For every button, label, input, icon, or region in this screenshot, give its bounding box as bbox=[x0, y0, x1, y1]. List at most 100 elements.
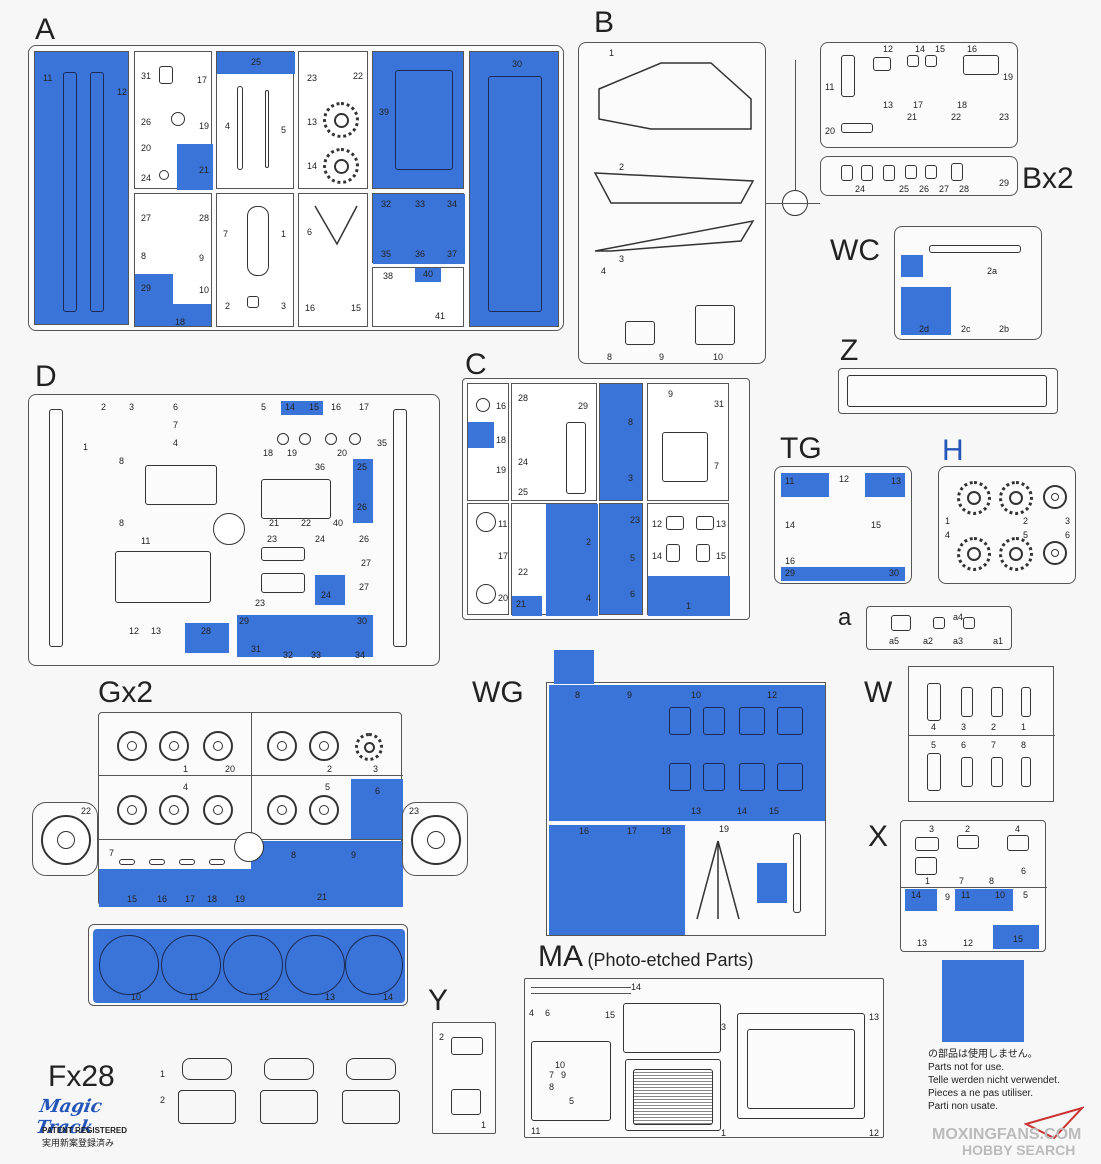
part-number: 7 bbox=[109, 848, 115, 858]
sprue-a-cell: 27 28 8 9 29 10 18 bbox=[134, 193, 212, 327]
part-number: 12 bbox=[117, 87, 128, 97]
side-rail-part bbox=[49, 409, 63, 647]
box-part bbox=[925, 165, 937, 179]
part-number: 2 bbox=[327, 764, 333, 774]
part-number: 12 bbox=[883, 44, 894, 54]
part-number: 23 bbox=[255, 598, 266, 608]
unused-parts-wg-bottom: 16 17 18 bbox=[549, 825, 685, 935]
part-number: 4 bbox=[945, 530, 951, 540]
drive-wheel bbox=[411, 815, 461, 865]
small-part bbox=[907, 55, 919, 67]
part-number: 29 bbox=[239, 616, 250, 626]
part-number: a3 bbox=[953, 636, 964, 646]
part-number: 26 bbox=[141, 117, 152, 127]
part-number: 5 bbox=[569, 1096, 575, 1106]
part-number: 28 bbox=[201, 626, 212, 636]
spring-part bbox=[247, 206, 269, 276]
part-number: 31 bbox=[714, 399, 725, 409]
sprue-b: 1 2 3 4 8 9 10 bbox=[578, 42, 766, 364]
part-number: 14 bbox=[285, 402, 296, 412]
sprue-z bbox=[838, 368, 1058, 414]
sprue-a-small-label: a bbox=[838, 604, 852, 631]
part-number: 16 bbox=[785, 556, 796, 566]
part-number: 11 bbox=[189, 992, 199, 1002]
part-number: 20 bbox=[141, 143, 152, 153]
sprue-g-label: Gx2 bbox=[98, 676, 154, 709]
sprue-d-gate bbox=[213, 513, 245, 545]
crate-part bbox=[777, 763, 803, 791]
sprue-a-cell: 32 33 34 35 36 37 bbox=[372, 193, 465, 264]
part-number: 7 bbox=[959, 876, 965, 886]
ring-part bbox=[349, 433, 361, 445]
unused-part-13: 13 bbox=[865, 473, 905, 497]
part-number: 1 bbox=[1021, 722, 1027, 732]
unused-part-14: 14 bbox=[905, 889, 937, 911]
unused-part-21: 21 bbox=[177, 144, 213, 190]
unused-parts-5-6: 23 5 6 bbox=[599, 503, 643, 615]
pe-strip bbox=[531, 987, 631, 988]
part-number: 12 bbox=[652, 519, 663, 529]
hull-plate bbox=[847, 375, 1047, 407]
small-part bbox=[149, 859, 165, 865]
unused-part-22: 21 bbox=[512, 596, 542, 616]
part-number: 26 bbox=[357, 502, 368, 512]
part-number: 14 bbox=[652, 551, 663, 561]
unused-part-18 bbox=[468, 422, 494, 448]
part-number: 38 bbox=[383, 271, 394, 281]
bracket-part bbox=[261, 479, 331, 519]
box-part bbox=[115, 551, 211, 603]
part-number: 25 bbox=[899, 184, 910, 194]
ring-part bbox=[325, 433, 337, 445]
part-number: 2c bbox=[961, 324, 971, 334]
sprocket-wheel bbox=[999, 537, 1033, 571]
part-number: 12 bbox=[963, 938, 974, 948]
small-part bbox=[159, 66, 173, 84]
box-part bbox=[703, 707, 725, 735]
part-number: 2 bbox=[991, 722, 997, 732]
unused-parts-15-16: 14 15 bbox=[281, 401, 323, 415]
part-number: 20 bbox=[337, 448, 348, 458]
part-number: 9 bbox=[659, 352, 665, 362]
part-number: 2 bbox=[586, 537, 592, 547]
part-number: 15 bbox=[309, 402, 320, 412]
sprue-y-label: Y bbox=[428, 984, 449, 1017]
sprue-a-part-39: 39 bbox=[372, 51, 464, 189]
ring-part bbox=[171, 112, 185, 126]
sprue-z-label: Z bbox=[840, 334, 859, 367]
ring-part bbox=[476, 398, 490, 412]
legend-notes: の部品は使用しません。 Parts not for use. Telle wer… bbox=[928, 1048, 1088, 1113]
crate-part bbox=[739, 707, 765, 735]
part-number: 22 bbox=[951, 112, 962, 122]
pe-mesh bbox=[633, 1069, 713, 1125]
sprue-c-cell: 9 31 7 bbox=[647, 383, 729, 501]
sprocket-wheel bbox=[999, 481, 1033, 515]
small-part bbox=[925, 55, 937, 67]
sprue-ma-title: MA (Photo-etched Parts) bbox=[538, 940, 754, 974]
part-number: 16 bbox=[305, 303, 316, 313]
frame-part bbox=[927, 683, 941, 721]
ring-part bbox=[476, 584, 496, 604]
part-number: 1 bbox=[609, 48, 615, 58]
patent-text: PATENT REGISTERED bbox=[42, 1126, 128, 1135]
part-number: a2 bbox=[923, 636, 934, 646]
sprue-runner bbox=[251, 713, 252, 907]
figure-part bbox=[933, 617, 945, 629]
unused-part-6: 6 bbox=[351, 779, 403, 839]
part-number: 18 bbox=[263, 448, 274, 458]
part-number: 3 bbox=[721, 1022, 727, 1032]
part-number: 14 bbox=[785, 520, 796, 530]
sprue-a-cell: 31 17 26 19 20 24 21 bbox=[134, 51, 213, 190]
part-number: 24 bbox=[321, 590, 332, 600]
part-number: 35 bbox=[381, 249, 392, 259]
unused-parts-15-19: 15 16 17 18 19 bbox=[99, 869, 251, 907]
sprue-tg-label: TG bbox=[780, 432, 822, 465]
part-number: 15 bbox=[127, 894, 138, 904]
part-number: 2b bbox=[999, 324, 1010, 334]
part-number: 2 bbox=[1023, 516, 1029, 526]
part-number: 1 bbox=[945, 516, 951, 526]
part-number: 7 bbox=[714, 461, 720, 471]
part-number: 8 bbox=[119, 518, 125, 528]
part-number: 19 bbox=[1003, 72, 1014, 82]
part-number: 34 bbox=[355, 650, 366, 660]
sprue-a-part-30: 30 bbox=[469, 51, 559, 327]
